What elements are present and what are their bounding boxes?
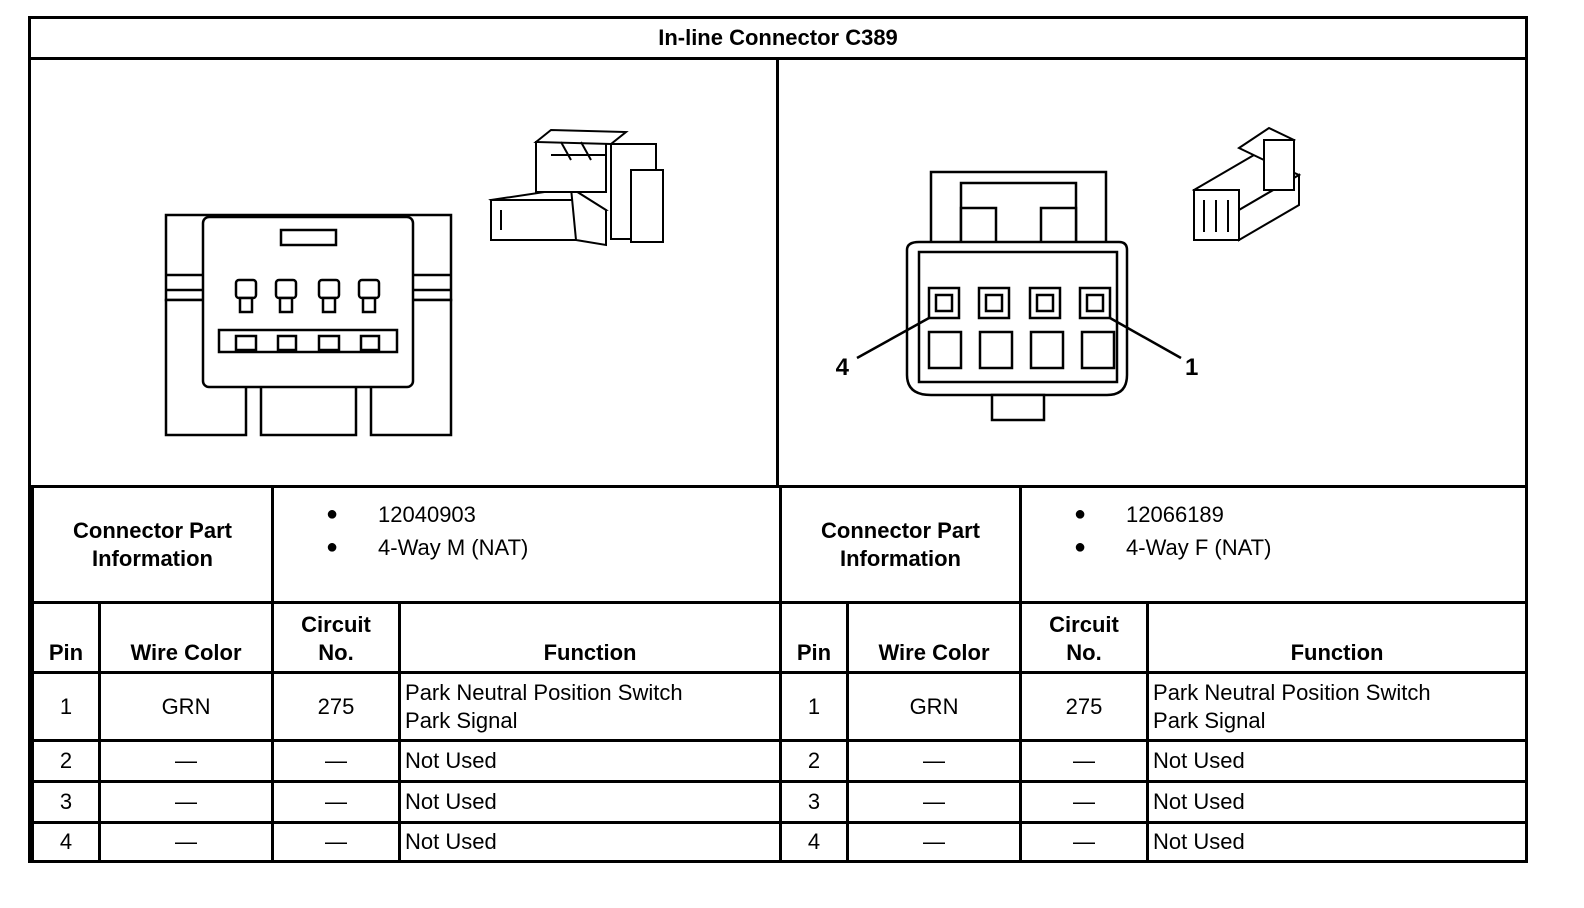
function-header: Function — [398, 601, 783, 674]
male-latch — [279, 228, 338, 247]
part-info-label: Connector Part Information — [30, 485, 275, 604]
male-terminal-4 — [357, 278, 381, 314]
pin-header: Pin — [31, 601, 101, 674]
male-terminal-strip — [217, 328, 399, 354]
connector-sheet: In-line Connector C389 — [28, 16, 1529, 863]
part-number: ●12066189 — [1074, 502, 1224, 527]
pin-header: Pin — [779, 601, 849, 674]
part-number: ●12040903 — [326, 502, 476, 527]
male-connector-table: Connector Part Information ●12040903 ●4-… — [30, 485, 783, 863]
female-cavity-1 — [1078, 286, 1112, 320]
table-row: 3 — — Not Used — [31, 780, 783, 824]
table-row: 2 — — Not Used — [31, 739, 783, 783]
function-header: Function — [1146, 601, 1529, 674]
page-title: In-line Connector C389 — [31, 19, 1525, 60]
male-connector-3d-sketch — [488, 128, 664, 247]
female-cavity-3 — [977, 286, 1011, 320]
female-cavity-2 — [1028, 286, 1062, 320]
male-terminal-1 — [234, 278, 258, 314]
wire-color-header: Wire Color — [845, 601, 1023, 674]
female-connector-3d-sketch — [1191, 126, 1302, 242]
part-description: ●4-Way M (NAT) — [326, 535, 529, 560]
table-row: 3 — — Not Used — [779, 780, 1529, 824]
female-connector-drawing: 4 1 — [836, 126, 1302, 422]
part-info-values: ●12040903 ●4-Way M (NAT) — [271, 485, 783, 604]
pin-4-leader — [856, 316, 930, 360]
pin-4-label: 4 — [836, 354, 850, 381]
female-connector-table: Connector Part Information ●12066189 ●4-… — [778, 485, 1529, 863]
table-row: 2 — — Not Used — [779, 739, 1529, 783]
wire-color-header: Wire Color — [97, 601, 275, 674]
female-connector-diagram: 4 1 — [779, 60, 1525, 485]
table-row: 4 — — Not Used — [31, 821, 783, 863]
pin-1-leader — [1109, 316, 1182, 360]
female-cavity-4 — [927, 286, 961, 320]
male-connector-diagram — [31, 60, 779, 485]
male-terminal-3 — [317, 278, 341, 314]
part-description: ●4-Way F (NAT) — [1074, 535, 1272, 560]
male-terminal-2 — [274, 278, 298, 314]
part-info-values: ●12066189 ●4-Way F (NAT) — [1019, 485, 1529, 604]
male-connector-drawing — [164, 128, 664, 437]
part-info-label: Connector Part Information — [778, 485, 1023, 604]
pin-1-label: 1 — [1185, 354, 1198, 381]
female-key — [990, 393, 1046, 422]
table-row: 4 — — Not Used — [779, 821, 1529, 863]
